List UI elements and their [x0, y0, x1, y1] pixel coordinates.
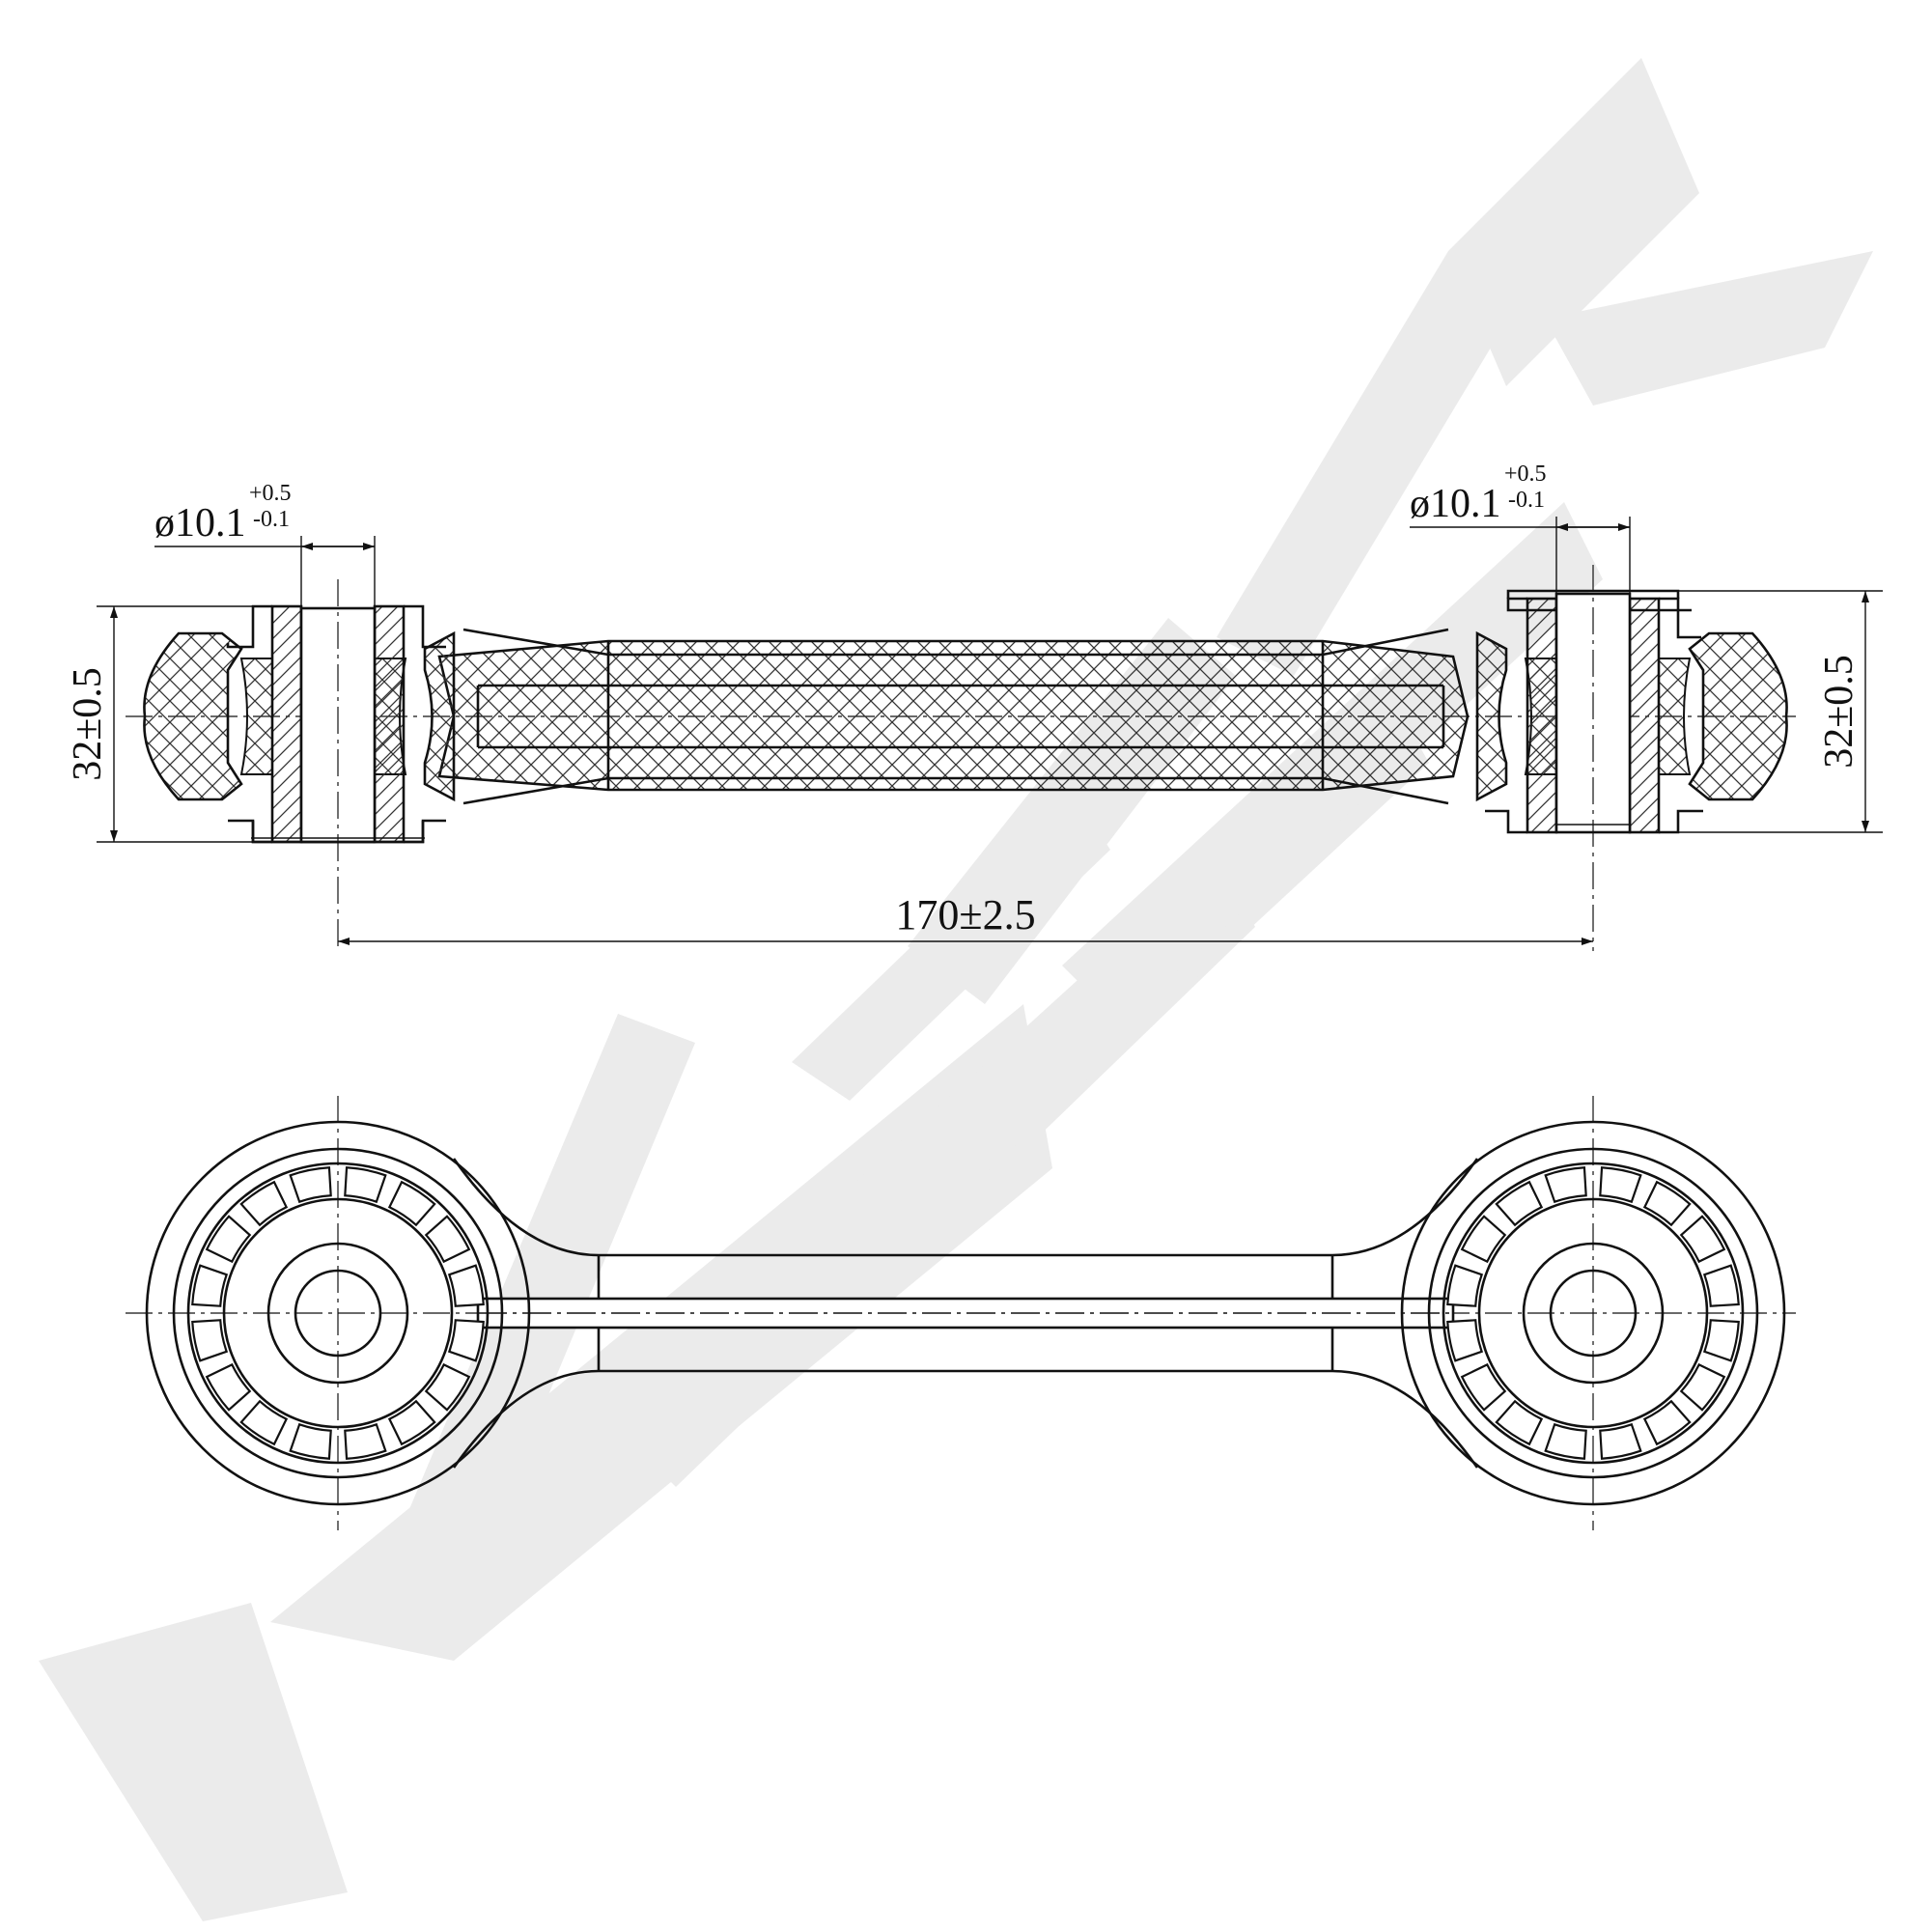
bore-left-tol-lower: -0.1	[253, 507, 290, 532]
slot-segment	[1679, 1215, 1726, 1264]
slot-segment	[424, 1362, 471, 1412]
slot-segment	[1599, 1166, 1642, 1204]
dim-bore-right: ø10.1 +0.5 -0.1	[1410, 462, 1631, 594]
slot-segment	[1460, 1362, 1507, 1412]
dim-bore-left: ø10.1 +0.5 -0.1	[154, 481, 376, 608]
right-eye-section	[1475, 565, 1788, 951]
slot-segment	[1446, 1319, 1484, 1362]
slot-segment	[289, 1166, 332, 1204]
height-right-label: 32±0.5	[1817, 655, 1862, 769]
height-left-label: 32±0.5	[66, 667, 110, 781]
dim-length: 170±2.5	[338, 891, 1593, 945]
slot-segment	[191, 1319, 229, 1362]
slot-segment	[447, 1319, 485, 1362]
slot-segment	[1495, 1180, 1544, 1227]
plan-right-eye	[1400, 1120, 1786, 1506]
plan-left-slots	[191, 1166, 485, 1460]
plan-left-eye	[145, 1120, 531, 1506]
section-view: ø10.1 +0.5 -0.1 ø10.1 +0.5 -0.1 32±0.5 3	[66, 462, 1883, 951]
slot-segment	[239, 1180, 289, 1227]
bore-left-tol-upper: +0.5	[249, 481, 292, 506]
slot-segment	[1702, 1264, 1740, 1307]
length-label: 170±2.5	[895, 891, 1035, 938]
slot-segment	[1599, 1422, 1642, 1460]
left-eye-section	[143, 579, 456, 951]
dim-height-left: 32±0.5	[66, 605, 272, 843]
slot-segment	[289, 1422, 332, 1460]
slot-segment	[191, 1264, 229, 1307]
slot-segment	[387, 1399, 436, 1446]
slot-segment	[1679, 1362, 1726, 1412]
plan-right-slots	[1446, 1166, 1740, 1460]
bore-right-tol-lower: -0.1	[1508, 488, 1545, 513]
slot-segment	[1544, 1422, 1587, 1460]
slot-segment	[1460, 1215, 1507, 1264]
slot-segment	[1446, 1264, 1484, 1307]
rod-section	[437, 628, 1470, 805]
dim-height-right: 32±0.5	[1678, 590, 1883, 833]
bore-left-nominal: ø10.1	[154, 501, 246, 546]
watermark-logo	[39, 58, 1873, 1921]
slot-segment	[1544, 1166, 1587, 1204]
slot-segment	[447, 1264, 485, 1307]
slot-segment	[1495, 1399, 1544, 1446]
bore-right-nominal: ø10.1	[1410, 482, 1501, 526]
slot-segment	[344, 1422, 387, 1460]
slot-segment	[1702, 1319, 1740, 1362]
bore-right-tol-upper: +0.5	[1504, 462, 1547, 487]
slot-segment	[1642, 1399, 1692, 1446]
slot-segment	[387, 1180, 436, 1227]
slot-segment	[205, 1362, 252, 1412]
slot-segment	[1642, 1180, 1692, 1227]
slot-segment	[239, 1399, 289, 1446]
slot-segment	[205, 1215, 252, 1264]
slot-segment	[344, 1166, 387, 1204]
plan-view	[126, 1096, 1796, 1530]
slot-segment	[424, 1215, 471, 1264]
